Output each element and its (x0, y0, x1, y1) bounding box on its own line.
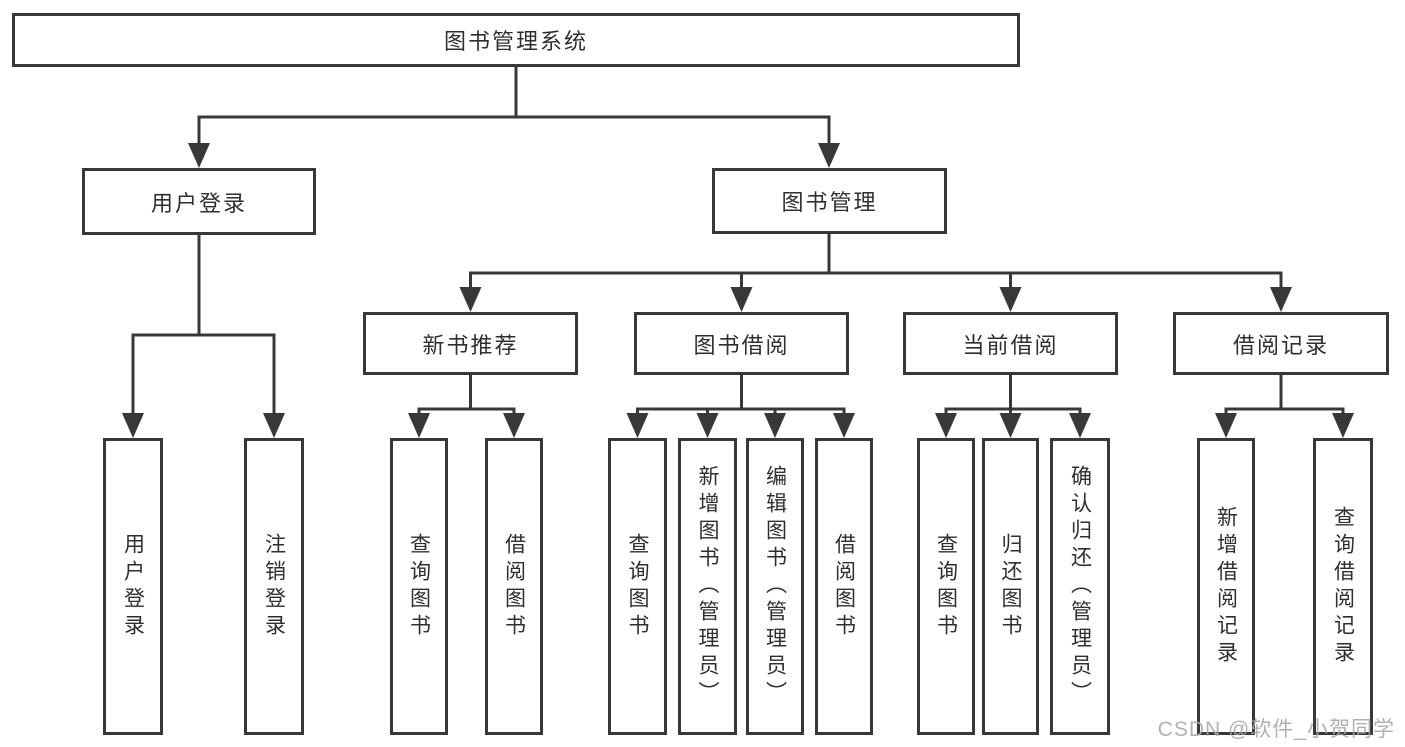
node-book-borrowing: 图书借阅 (634, 312, 849, 375)
node-leaf-confirm-return-admin: 确认归还（管理员） (1050, 438, 1110, 735)
node-leaf-user-login-label: 用户登录 (121, 532, 145, 641)
node-leaf-add-borrow-record: 新增借阅记录 (1197, 438, 1255, 735)
node-book-management: 图书管理 (712, 168, 947, 234)
watermark: CSDN @软件_小贺同学 (1157, 718, 1395, 741)
node-leaf-borrow-books-borrowing-label: 借阅图书 (832, 532, 856, 641)
node-leaf-add-book-admin: 新增图书（管理员） (678, 438, 737, 735)
node-leaf-query-books-current-label: 查询图书 (934, 532, 958, 641)
node-leaf-query-books-borrowing: 查询图书 (608, 438, 667, 735)
node-leaf-return-book-label: 归还图书 (999, 532, 1022, 641)
node-borrowing-records: 借阅记录 (1173, 312, 1389, 375)
node-user-login-label: 用户登录 (150, 190, 247, 216)
node-leaf-borrow-books-recommend-label: 借阅图书 (502, 532, 526, 641)
node-user-login: 用户登录 (82, 168, 316, 235)
node-leaf-query-borrow-record-label: 查询借阅记录 (1331, 505, 1355, 668)
node-new-book-recommend: 新书推荐 (363, 312, 578, 375)
node-leaf-logout-label: 注销登录 (262, 532, 286, 641)
node-leaf-return-book: 归还图书 (982, 438, 1039, 735)
node-leaf-query-books-borrowing-label: 查询图书 (626, 532, 649, 641)
node-leaf-query-borrow-record: 查询借阅记录 (1313, 438, 1373, 735)
node-leaf-add-book-admin-label: 新增图书（管理员） (696, 465, 719, 708)
node-leaf-query-books-current: 查询图书 (917, 438, 975, 735)
node-book-management-label: 图书管理 (781, 190, 878, 215)
node-root: 图书管理系统 (12, 13, 1020, 67)
node-leaf-edit-book-admin: 编辑图书（管理员） (746, 438, 804, 735)
node-root-label: 图书管理系统 (443, 29, 588, 54)
node-leaf-add-borrow-record-label: 新增借阅记录 (1214, 505, 1238, 668)
node-leaf-edit-book-admin-label: 编辑图书（管理员） (763, 465, 787, 708)
node-leaf-logout: 注销登录 (244, 438, 304, 735)
node-leaf-borrow-books-recommend: 借阅图书 (485, 438, 543, 735)
node-leaf-borrow-books-borrowing: 借阅图书 (815, 438, 873, 735)
node-leaf-user-login: 用户登录 (103, 438, 163, 735)
node-leaf-query-books-recommend: 查询图书 (390, 438, 448, 735)
node-new-book-recommend-label: 新书推荐 (422, 332, 519, 358)
node-current-borrowing: 当前借阅 (903, 312, 1118, 375)
node-current-borrowing-label: 当前借阅 (962, 332, 1059, 358)
node-leaf-query-books-recommend-label: 查询图书 (407, 532, 431, 641)
node-book-borrowing-label: 图书借阅 (693, 332, 790, 358)
node-leaf-confirm-return-admin-label: 确认归还（管理员） (1068, 465, 1092, 708)
node-borrowing-records-label: 借阅记录 (1232, 332, 1329, 358)
